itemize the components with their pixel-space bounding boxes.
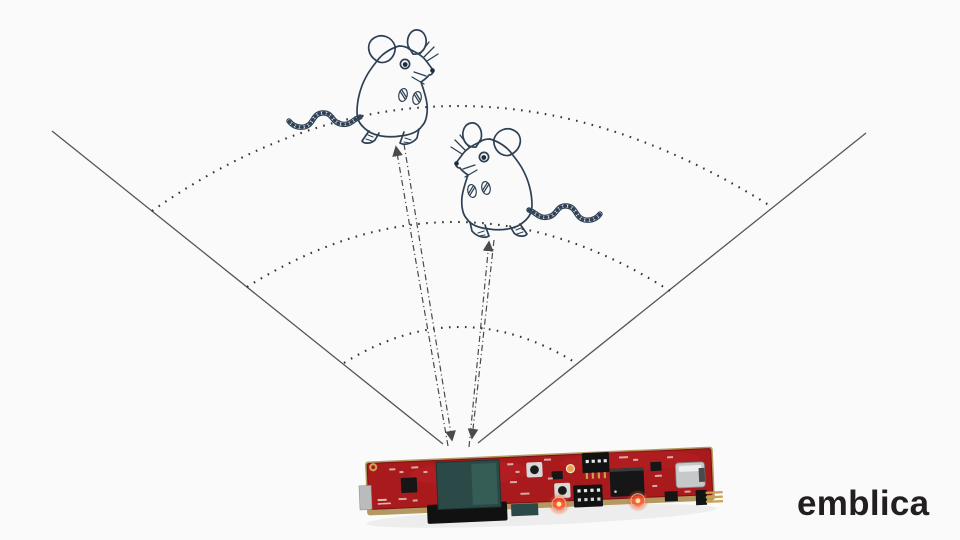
processor-chip <box>609 467 645 497</box>
mouse-right <box>451 123 600 237</box>
dip-switch-1 <box>581 452 610 479</box>
led-glow-2 <box>626 489 649 512</box>
mounting-hole <box>369 463 378 472</box>
signal-outgoing-to-mouse-left <box>392 145 449 447</box>
mouse-left <box>289 30 438 144</box>
fov-boundary-right-line <box>477 132 867 444</box>
left-usb-connector <box>358 485 373 511</box>
push-button-1 <box>526 461 543 478</box>
chip-small-right-bottom <box>664 491 678 502</box>
chip-small-center <box>551 471 563 480</box>
fov-range-arc-inner <box>343 326 577 364</box>
chip-small-right-top <box>650 461 662 472</box>
signal-outgoing-to-mouse-right <box>468 240 494 448</box>
field-of-view-fan <box>51 105 867 445</box>
radar-antenna-patch-inner <box>471 462 498 505</box>
emblica-logo: emblica <box>797 484 930 523</box>
signal-return-from-mouse-right <box>467 239 495 440</box>
radar-signal-arrows <box>392 143 495 448</box>
led-glow-1 <box>547 493 570 516</box>
chip-small-left <box>400 477 418 494</box>
signal-return-from-mouse-left <box>403 143 456 442</box>
pin-header <box>695 489 724 506</box>
bottom-teal-tab <box>510 503 539 517</box>
dip-switch-2 <box>573 484 604 508</box>
silkscreen-marks <box>389 456 691 512</box>
micro-usb-connector <box>675 461 706 489</box>
amber-led-component <box>565 464 576 474</box>
fov-range-arc-middle <box>246 220 671 292</box>
sensor-board <box>358 446 724 528</box>
silkscreen-ti-logo <box>377 498 391 505</box>
